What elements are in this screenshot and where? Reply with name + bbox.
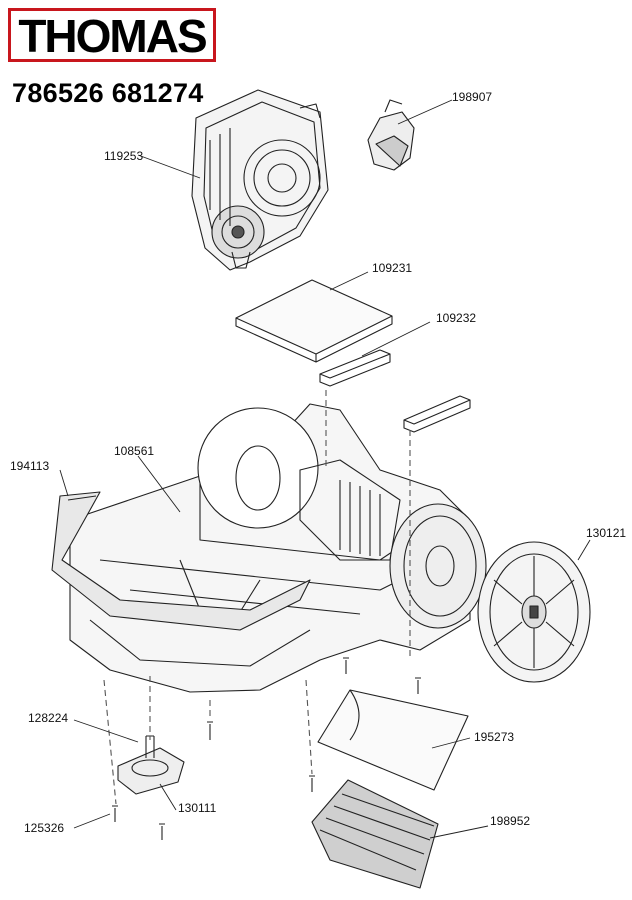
label-198952: 198952: [490, 814, 530, 828]
castor-part: [117, 735, 185, 795]
label-109231: 109231: [372, 261, 412, 275]
bumper-part: [51, 491, 311, 631]
model-numbers: 786526 681274: [12, 78, 204, 108]
screws-part: [112, 657, 421, 840]
filter-cover-part: [317, 689, 469, 791]
motor-housing-part: [191, 89, 329, 271]
label-194113: 194113: [10, 459, 49, 473]
outlet-part: [367, 99, 415, 171]
logo-text: THOMAS: [18, 10, 206, 62]
label-128224: 128224: [28, 711, 68, 725]
foam-strips-part: [319, 349, 471, 433]
label-125326: 125326: [24, 821, 64, 835]
assembly-lines: [103, 390, 411, 805]
thomas-logo: THOMAS: [8, 8, 216, 62]
label-130121: 130121: [586, 526, 626, 540]
grille-part: [311, 779, 439, 889]
label-108561: 108561: [114, 444, 154, 458]
label-195273: 195273: [474, 730, 514, 744]
leader-lines: [59, 99, 591, 839]
label-198907: 198907: [452, 90, 492, 104]
label-109232: 109232: [436, 311, 476, 325]
body-wheel-part: [389, 503, 487, 629]
wheel-part: [477, 541, 591, 683]
label-130111: 130111: [178, 801, 217, 815]
filter-plate-part: [235, 279, 393, 363]
label-119253: 119253: [104, 149, 143, 163]
